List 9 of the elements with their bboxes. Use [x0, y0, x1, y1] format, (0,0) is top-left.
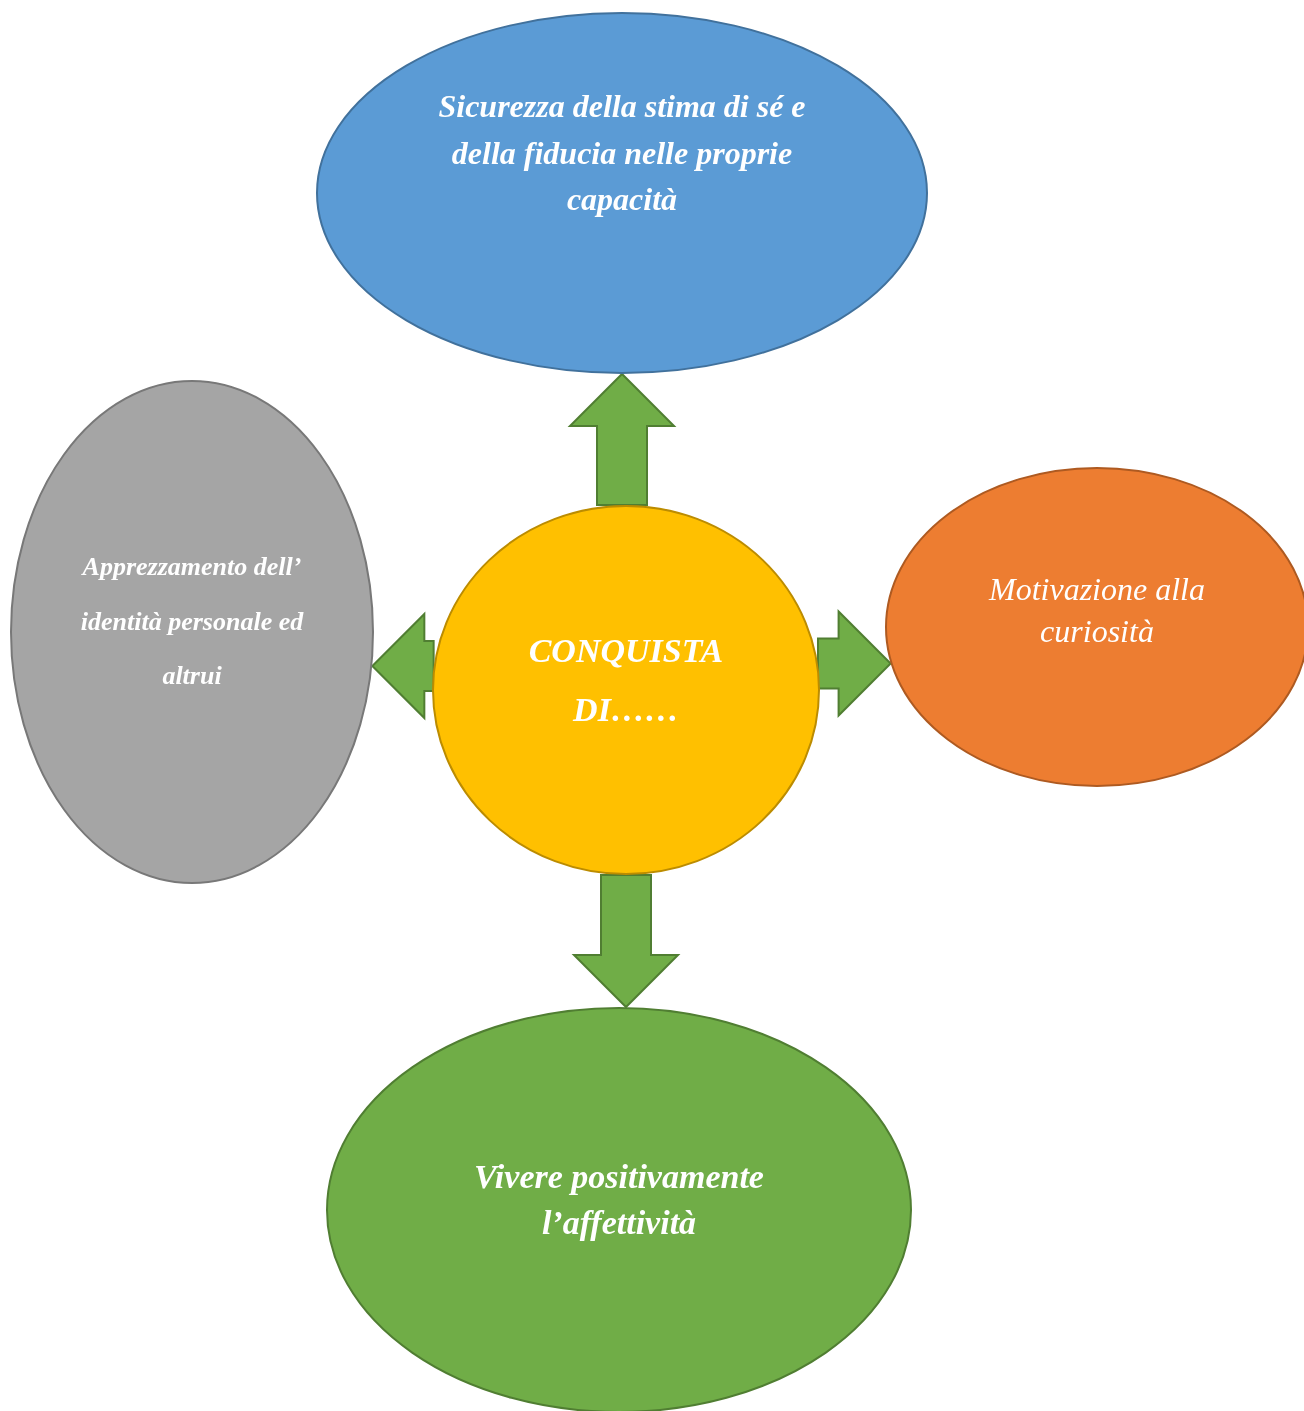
node-text: Motivazione alla curiosità — [987, 570, 1206, 651]
block-arrow — [571, 874, 681, 1009]
node-text: Vivere positivamente l’affettività — [473, 1157, 765, 1243]
node-text: Apprezzamento dell’ identità personale ed altrui — [79, 551, 305, 693]
node-text: Sicurezza della stima di sé e della fiducia nelle proprie capacità — [437, 87, 807, 220]
block-arrow — [370, 611, 435, 721]
block-arrow — [567, 372, 677, 507]
block-arrow — [817, 609, 892, 718]
node-text: CONQUISTA DI…… — [527, 630, 725, 730]
